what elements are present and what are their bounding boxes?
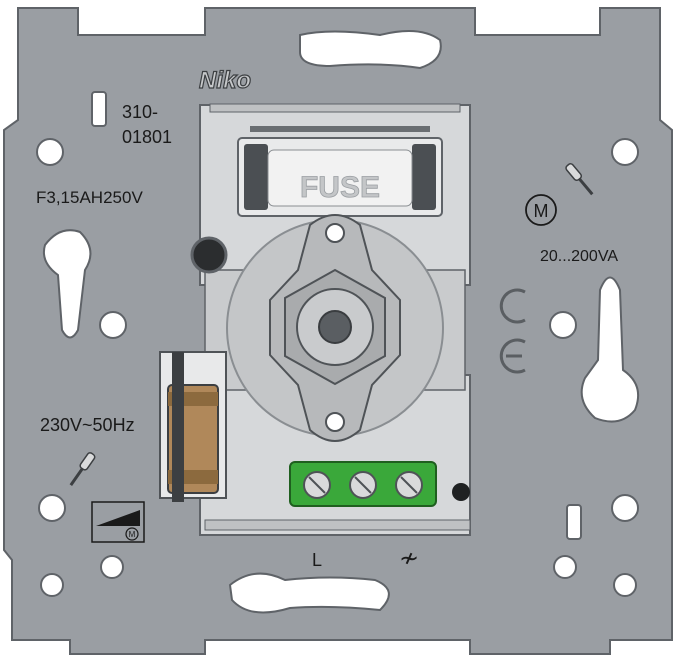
top-keyhole-slot xyxy=(299,30,442,70)
brand-logo: Niko xyxy=(199,67,251,94)
terminal-marker-dot xyxy=(452,483,470,501)
screw-hole-bottom-right xyxy=(611,494,639,522)
fuse-body xyxy=(267,149,413,207)
fuse-cap-left xyxy=(244,144,268,210)
screw-hole-bottom-left xyxy=(38,494,66,522)
bottom-keyhole-slot xyxy=(228,572,390,614)
black-indicator-button xyxy=(190,236,228,274)
hole-bottom-right-2 xyxy=(553,555,577,579)
knob-shaft[interactable] xyxy=(318,310,352,344)
left-keyhole-slot xyxy=(42,229,92,339)
slot-top-left xyxy=(91,91,107,127)
part-number-line2: 01801 xyxy=(122,127,172,147)
capacitor-lead xyxy=(172,352,184,502)
motor-symbol-letter: M xyxy=(534,201,549,221)
screw-hole-top-right xyxy=(611,138,639,166)
hole-bottom-left-3 xyxy=(40,573,64,597)
part-number-line1: 310- xyxy=(122,102,158,122)
right-keyhole-slot xyxy=(580,276,639,423)
hole-mid-left xyxy=(99,311,127,339)
fuse-label: FUSE xyxy=(300,171,380,204)
mechanism-top-rail xyxy=(209,103,461,113)
fuse-cap-right xyxy=(412,144,436,210)
mechanism-bottom-rail xyxy=(204,519,471,531)
dimmer-ramp-icon: M xyxy=(91,501,145,543)
hole-mid-right xyxy=(549,311,577,339)
slot-bottom-right xyxy=(566,504,582,540)
ce-mark-icon xyxy=(499,288,526,374)
screwdriver-icon xyxy=(565,163,594,196)
hole-bottom-right-3 xyxy=(613,573,637,597)
screwdriver-icon-left xyxy=(69,452,96,486)
motor-symbol-icon: M xyxy=(525,194,557,226)
fuse-rating-label: F3,15AH250V xyxy=(36,188,143,207)
bracket-hole-bottom xyxy=(325,412,345,432)
voltage-rating-label: 230V~50Hz xyxy=(40,415,135,435)
hole-bottom-left-2 xyxy=(100,555,124,579)
bracket-hole-top xyxy=(325,223,345,243)
power-range-label: 20...200VA xyxy=(540,248,618,265)
terminal-label-l: L xyxy=(312,550,322,570)
terminal-label-load: ≁ xyxy=(399,545,419,572)
screw-hole-top-left xyxy=(36,138,64,166)
adjust-symbol-letter: M xyxy=(129,530,136,539)
fuse-cover-bar xyxy=(250,126,430,132)
